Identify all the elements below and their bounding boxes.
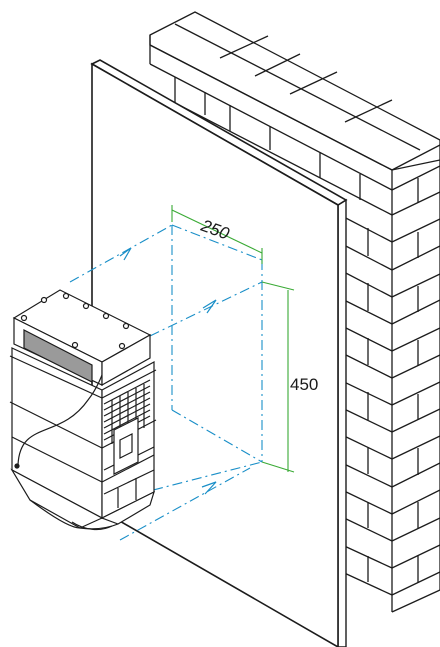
arrow-icon <box>119 247 132 261</box>
arrow-icon <box>202 299 217 314</box>
display-window <box>23 329 93 383</box>
dimension-lines <box>171 205 295 473</box>
alignment-guides <box>69 224 263 541</box>
arrow-icon <box>201 481 217 495</box>
wall-mounted-unit <box>9 289 157 531</box>
height-dimension-label: 450 <box>290 375 318 394</box>
brick-wall <box>149 11 440 613</box>
